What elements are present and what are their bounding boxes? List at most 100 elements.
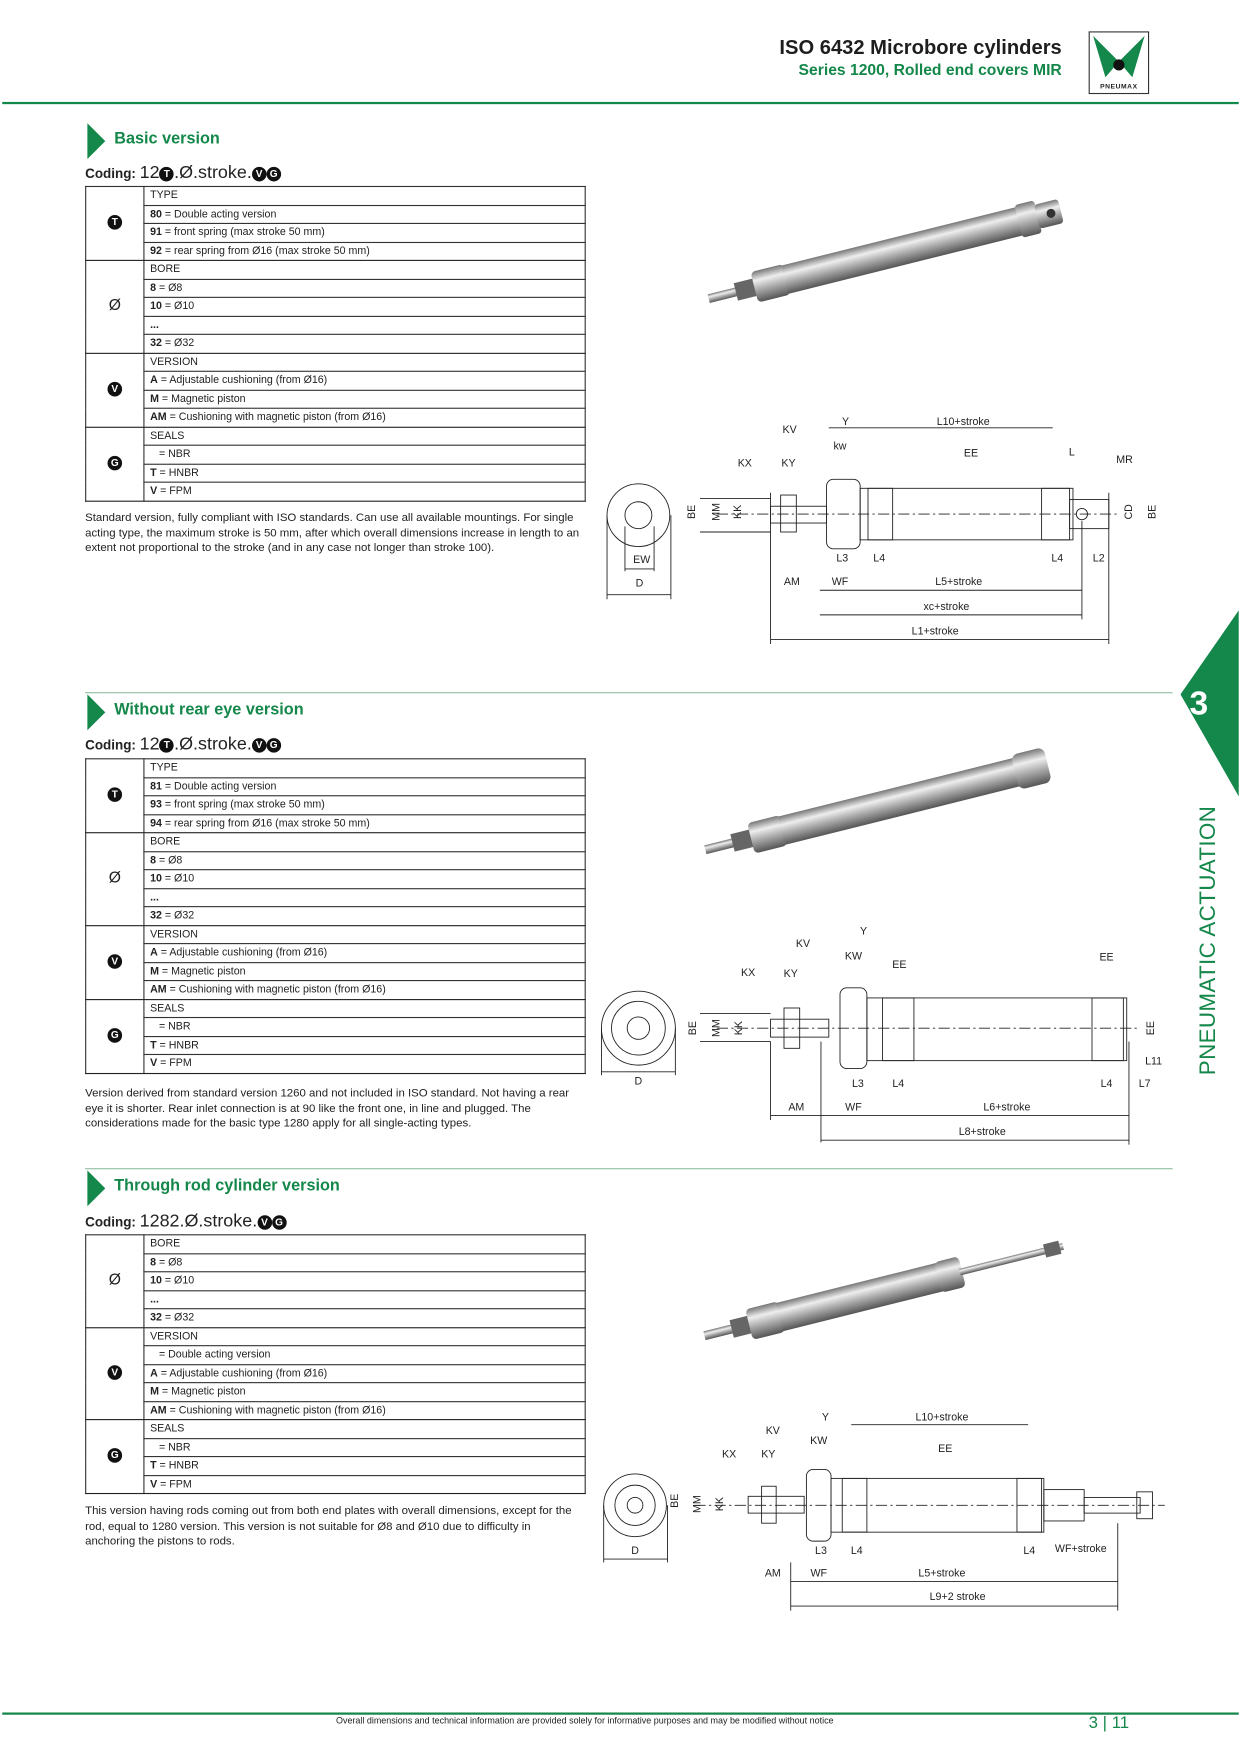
dimension-label: KV bbox=[782, 423, 797, 437]
seals-symbol-icon: G bbox=[271, 1215, 287, 1230]
dimension-drawing-no-rear-eye bbox=[600, 987, 1137, 1145]
dimension-label: WF bbox=[831, 576, 849, 589]
dimension-label: L5+stroke bbox=[918, 1567, 966, 1580]
group-symbol-cell: G bbox=[85, 426, 145, 502]
dimension-drawing-through-rod bbox=[603, 1424, 1165, 1611]
option-text: = front spring (max stroke 50 mm) bbox=[161, 226, 325, 239]
section-arrow-icon bbox=[87, 123, 106, 160]
dimension-label: EW bbox=[633, 553, 651, 567]
option-text: = front spring (max stroke 50 mm) bbox=[161, 798, 325, 812]
group-heading: VERSION bbox=[143, 1326, 586, 1347]
table-row: A = Adjustable cushioning (from Ø16) bbox=[86, 943, 586, 963]
dimension-label: KX bbox=[722, 1448, 737, 1462]
section-divider bbox=[85, 692, 1173, 694]
option-code: 10 bbox=[150, 300, 162, 313]
table-row: 93 = front spring (max stroke 50 mm) bbox=[86, 795, 586, 815]
option-text: = Cushioning with magnetic piston (from … bbox=[166, 983, 386, 996]
dimension-label: L4 bbox=[1051, 552, 1064, 566]
dimension-label: xc+stroke bbox=[923, 600, 970, 614]
cylinder-photo-basic bbox=[707, 199, 1064, 304]
dimension-label: KY bbox=[761, 1448, 776, 1462]
dimension-label: L2 bbox=[1092, 552, 1105, 566]
option-cell: 93 = front spring (max stroke 50 mm) bbox=[143, 795, 586, 815]
option-code: 80 bbox=[150, 208, 162, 221]
pneumax-logo: PNEUMAX bbox=[1088, 31, 1150, 95]
table-row: 81 = Double acting version bbox=[86, 776, 586, 797]
option-cell: 94 = rear spring from Ø16 (max stroke 50… bbox=[143, 813, 586, 834]
dimension-label: L3 bbox=[815, 1545, 827, 1558]
dimension-label: AM bbox=[788, 1101, 805, 1114]
version-symbol-icon: V bbox=[251, 738, 267, 753]
dimension-label: L7 bbox=[1138, 1078, 1151, 1091]
table-row: T = HNBR bbox=[86, 1456, 586, 1476]
group-symbol-icon: T bbox=[107, 215, 123, 230]
option-text: = Cushioning with magnetic piston (from … bbox=[166, 1404, 386, 1417]
footer-notice: Overall dimensions and technical informa… bbox=[336, 1715, 834, 1726]
group-symbol-cell: Ø bbox=[85, 1234, 145, 1328]
section-arrow-icon bbox=[87, 694, 106, 731]
option-text: = HNBR bbox=[156, 1459, 199, 1472]
dimension-label: L3 bbox=[836, 552, 849, 566]
group-symbol-cell: G bbox=[85, 998, 145, 1074]
option-cell: A = Adjustable cushioning (from Ø16) bbox=[143, 943, 586, 963]
option-text: = Double acting version bbox=[150, 1348, 271, 1362]
option-code: 32 bbox=[150, 1311, 162, 1325]
option-text: = Ø10 bbox=[161, 1274, 195, 1288]
bore-symbol-icon: Ø bbox=[108, 868, 121, 887]
option-text: = Ø10 bbox=[161, 300, 195, 313]
group-heading: SEALS bbox=[143, 1419, 586, 1439]
option-text: = Double acting version bbox=[161, 780, 277, 793]
option-code: M bbox=[150, 1385, 159, 1399]
dimension-label: BE bbox=[1146, 504, 1159, 519]
dimension-label: Y bbox=[821, 1411, 829, 1425]
option-cell: A = Adjustable cushioning (from Ø16) bbox=[143, 370, 586, 391]
option-code: 91 bbox=[150, 226, 162, 239]
table-row: 8 = Ø8 bbox=[86, 278, 586, 298]
dimension-label: L5+stroke bbox=[935, 576, 983, 589]
dimension-label: L4 bbox=[1023, 1545, 1036, 1558]
group-heading: TYPE bbox=[143, 758, 586, 778]
coding-label: Coding: bbox=[85, 736, 136, 753]
seals-symbol-icon: G bbox=[266, 166, 281, 182]
group-symbol-cell: G bbox=[85, 1419, 145, 1495]
dimension-label: L3 bbox=[851, 1078, 864, 1091]
coding-prefix: 12 bbox=[139, 734, 160, 754]
section-description: Standard version, fully compliant with I… bbox=[85, 511, 580, 555]
dimension-label: KW bbox=[844, 950, 863, 963]
option-text: = HNBR bbox=[156, 466, 199, 480]
option-code: AM bbox=[150, 1404, 167, 1417]
dimension-label: L9+2 stroke bbox=[929, 1590, 986, 1604]
coding-label: Coding: bbox=[85, 1214, 136, 1230]
table-row: V = FPM bbox=[86, 1053, 586, 1074]
option-code: V bbox=[150, 1057, 158, 1070]
option-code: AM bbox=[150, 411, 167, 424]
dimension-label: KX bbox=[737, 457, 752, 470]
group-symbol-icon: V bbox=[107, 381, 123, 396]
option-code: 8 bbox=[150, 281, 157, 295]
section-arrow-icon bbox=[87, 1170, 106, 1207]
section-title: Without rear eye version bbox=[114, 701, 304, 720]
dimension-label: CD bbox=[1122, 504, 1136, 520]
group-symbol-cell: Ø bbox=[85, 259, 145, 354]
dimension-label: WF bbox=[845, 1101, 862, 1114]
option-text: = Adjustable cushioning (from Ø16) bbox=[157, 1367, 328, 1380]
table-row: A = Adjustable cushioning (from Ø16) bbox=[86, 370, 586, 391]
table-row: 10 = Ø10 bbox=[86, 869, 586, 889]
dimension-label: D bbox=[634, 1075, 643, 1089]
option-text: = FPM bbox=[157, 1057, 192, 1070]
dimension-label: L4 bbox=[1100, 1078, 1113, 1091]
group-symbol-icon: G bbox=[107, 1027, 123, 1043]
option-cell: ... bbox=[143, 315, 586, 335]
chapter-number: 3 bbox=[1189, 685, 1209, 723]
bore-symbol-icon: Ø bbox=[108, 295, 121, 314]
dimension-label: WF bbox=[810, 1567, 827, 1580]
option-code: 32 bbox=[150, 909, 162, 923]
option-code: M bbox=[150, 392, 159, 406]
option-code: T bbox=[150, 1039, 157, 1052]
option-text: = Ø32 bbox=[161, 909, 195, 923]
option-text: = rear spring from Ø16 (max stroke 50 mm… bbox=[161, 817, 370, 830]
dimension-label: KY bbox=[783, 968, 798, 981]
